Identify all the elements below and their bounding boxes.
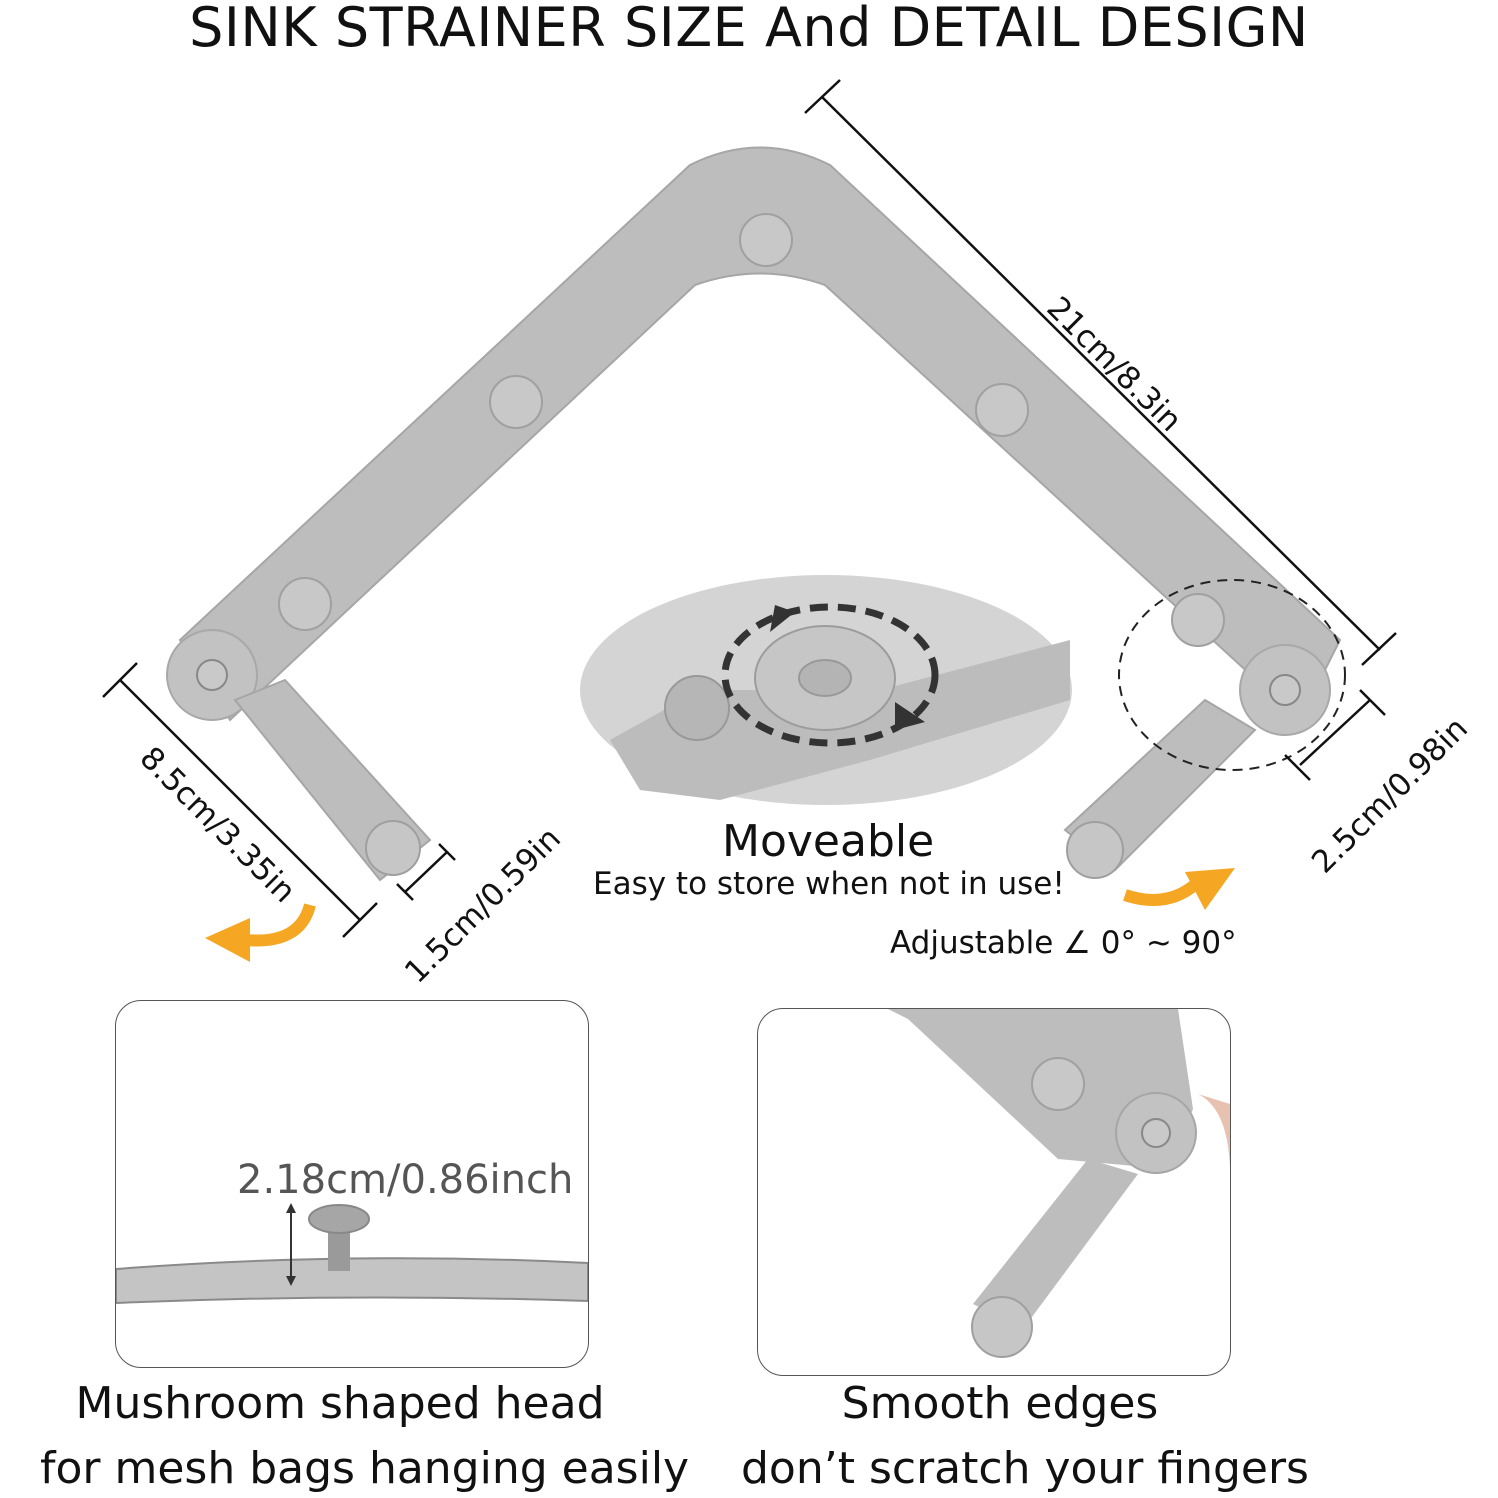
- knob: [489, 375, 543, 429]
- length-dimension-line: [804, 79, 1397, 666]
- leg-width-dimension-line: [396, 843, 456, 901]
- adjustable-range: Adjustable ∠ 0° ~ 90°: [890, 925, 1237, 961]
- smooth-edges-panel: [757, 1008, 1231, 1376]
- right-hinge-pin: [1269, 674, 1301, 706]
- detail-disc-center: [798, 659, 852, 697]
- detail-knob: [664, 675, 730, 741]
- right-rotate-arrow-icon: [1123, 868, 1235, 910]
- head-height-label: 2.18cm/0.86inch: [237, 1157, 574, 1203]
- right-leg-knob: [1066, 821, 1124, 879]
- right-caption-line2: don’t scratch your fingers: [741, 1443, 1309, 1494]
- left-leg-knob: [365, 820, 421, 876]
- right-caption-line1: Smooth edges: [841, 1378, 1159, 1429]
- rotation-arrow-icon: [895, 702, 925, 730]
- smooth-edges-illustration: [888, 1009, 1230, 1358]
- rotation-arrow-icon: [770, 605, 795, 632]
- knob: [278, 577, 332, 631]
- knob: [1171, 593, 1225, 647]
- moveable-heading: Moveable: [722, 816, 935, 867]
- hinge-highlight-circle: [1118, 579, 1346, 771]
- rotation-dashed-ring: [721, 603, 939, 747]
- moveable-subtext: Easy to store when not in use!: [593, 866, 1065, 902]
- left-caption-line1: Mushroom shaped head: [75, 1378, 605, 1429]
- mushroom-head-illustration: [116, 1203, 588, 1305]
- page-title: SINK STRAINER SIZE And DETAIL DESIGN: [189, 0, 1309, 59]
- mushroom-head-panel: [115, 1000, 589, 1368]
- left-rotate-arrow-icon: [205, 903, 316, 962]
- left-caption-line2: for mesh bags hanging easily: [40, 1443, 690, 1494]
- left-hinge-pin: [196, 659, 228, 691]
- knob: [739, 213, 793, 267]
- knob: [975, 383, 1029, 437]
- leg-length-dimension-line: [102, 662, 378, 938]
- arm-width-dimension-line: [1284, 689, 1386, 781]
